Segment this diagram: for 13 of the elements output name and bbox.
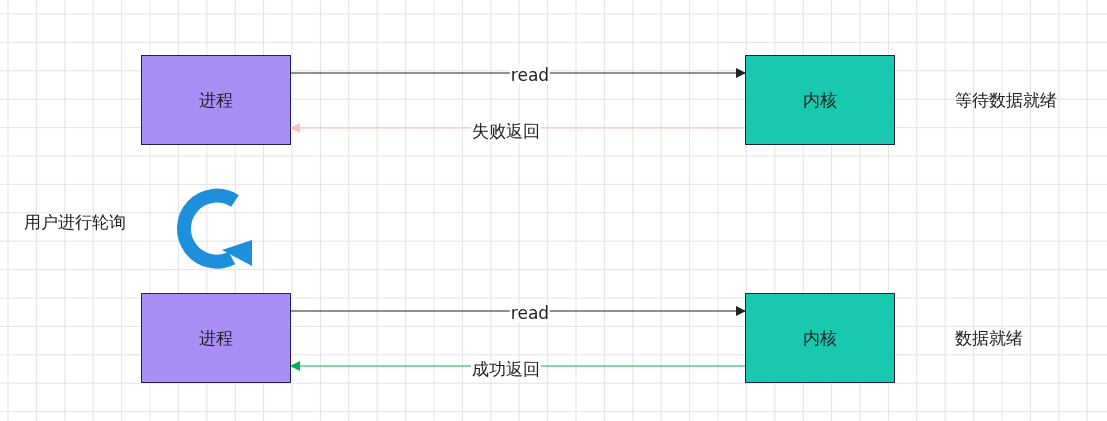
process-box: 进程 — [141, 55, 291, 145]
polling-label: 用户进行轮询 — [24, 211, 126, 234]
process-box: 内核 — [745, 293, 895, 383]
arrow — [290, 306, 746, 316]
process-box: 内核 — [745, 55, 895, 145]
status-note: 数据就绪 — [955, 327, 1023, 350]
arrow — [290, 68, 746, 78]
status-note: 等待数据就绪 — [955, 89, 1057, 112]
edge-label: 失败返回 — [471, 121, 541, 141]
process-box: 进程 — [141, 293, 291, 383]
edge-label: read — [509, 65, 551, 85]
edge-label: read — [509, 303, 551, 323]
edge-label: 成功返回 — [471, 359, 541, 379]
